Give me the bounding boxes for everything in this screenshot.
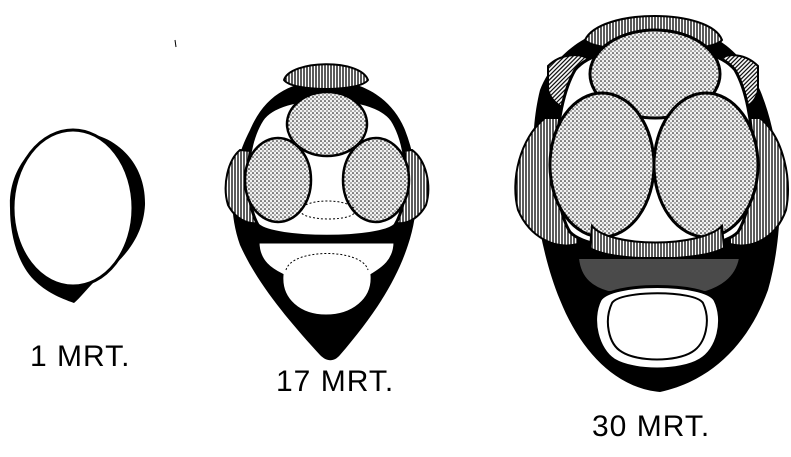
fig3-lower-chamber-outer [596,287,720,370]
label-1-mrt: 1 MRT. [30,340,130,374]
figure-30-mrt [515,16,788,392]
fig2-top-hatch-cap [284,64,368,89]
fig3-right-stippled-lobe [654,93,758,237]
fig2-left-stippled-lobe [245,138,311,222]
figure-17-mrt [226,64,429,360]
fig3-left-stippled-lobe [550,93,654,237]
stray-mark [175,40,176,47]
label-17-mrt: 17 MRT. [276,365,394,399]
label-30-mrt: 30 MRT. [592,410,710,444]
fig1-white-egg [13,130,133,286]
fig2-right-stippled-lobe [343,138,409,222]
figure-1-mrt [10,130,145,303]
